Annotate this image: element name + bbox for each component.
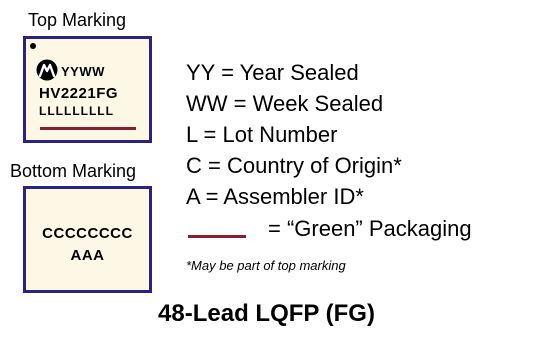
package-title: 48-Lead LQFP (FG)	[158, 300, 375, 327]
legend-item-green-packaging: = “Green” Packaging	[268, 216, 472, 241]
bottom-marking-assembler-code: AAA	[70, 247, 105, 264]
legend-item-lot-number: L = Lot Number	[186, 122, 338, 147]
top-marking-lot-number: LLLLLLLLL	[39, 104, 114, 118]
top-marking-heading: Top Marking	[28, 10, 127, 30]
bottom-marking-heading: Bottom Marking	[10, 161, 137, 181]
legend-item-week-sealed: WW = Week Sealed	[186, 91, 384, 116]
top-marking-part-number: HV2221FG	[39, 85, 119, 102]
bottom-marking-chip: CCCCCCCC AAA	[23, 186, 152, 293]
top-marking-chip: YYWW HV2221FG LLLLLLLLL	[23, 36, 152, 143]
pin1-indicator-dot	[30, 43, 36, 49]
legend-green-line-swatch	[188, 235, 246, 238]
legend-item-year-sealed: YY = Year Sealed	[186, 60, 359, 85]
bottom-marking-country-code: CCCCCCCC	[42, 225, 133, 242]
green-packaging-underline	[40, 127, 136, 130]
legend-item-country-of-origin: C = Country of Origin*	[186, 153, 402, 178]
top-marking-date-code: YYWW	[61, 64, 105, 79]
legend-footnote: *May be part of top marking	[186, 258, 346, 273]
microchip-logo-icon	[36, 59, 58, 81]
legend-item-assembler-id: A = Assembler ID*	[186, 184, 364, 209]
